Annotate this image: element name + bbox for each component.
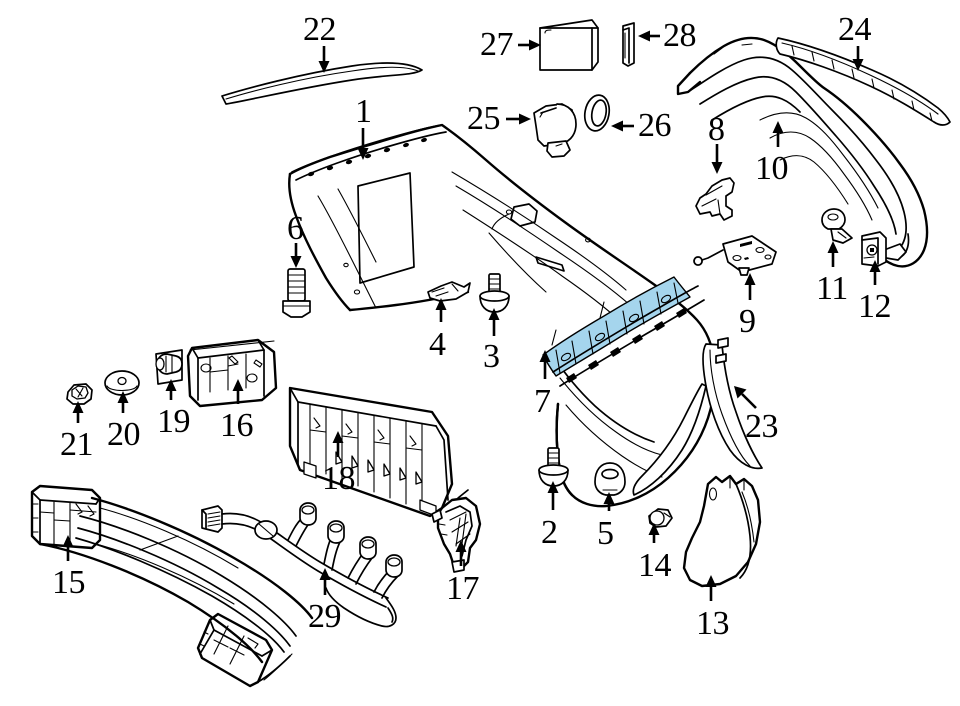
callout-label-18[interactable]: 18 [322,460,356,497]
callout-label-28[interactable]: 28 [663,17,697,54]
callout-label-1[interactable]: 1 [355,93,372,130]
callout-label-21[interactable]: 21 [60,426,94,463]
part-8-mounting-bracket [695,177,735,221]
part-24-diffuser-trim [775,37,951,126]
part-7-energy-absorber-strip [542,276,705,387]
part-3-bolt-mid [479,273,510,313]
part-25-exhaust-tip-trim [533,103,577,158]
part-6-hex-bolt [282,268,311,318]
callout-label-16[interactable]: 16 [220,407,254,444]
callout-label-7[interactable]: 7 [534,383,551,420]
part-4-retaining-clip [427,281,471,302]
callout-label-8[interactable]: 8 [708,111,725,148]
callout-label-26[interactable]: 26 [638,107,672,144]
callout-label-2[interactable]: 2 [541,514,558,551]
part-2-bolt-lower [538,447,569,487]
callout-label-12[interactable]: 12 [858,288,892,325]
callout-label-20[interactable]: 20 [107,416,141,453]
callout-label-27[interactable]: 27 [480,26,514,63]
callout-label-29[interactable]: 29 [308,598,342,635]
part-14-liner-clip [648,508,673,528]
callout-label-13[interactable]: 13 [696,605,730,642]
part-19-stud-fastener [155,349,183,385]
part-23-side-trim-strip [632,337,763,496]
callout-label-24[interactable]: 24 [838,11,872,48]
part-10-lower-valance [676,36,929,268]
part-18-absorber-panel [288,386,454,518]
part-21-hex-nut [66,383,93,405]
callout-arrows [62,30,881,601]
part-15-impact-bar [30,484,314,688]
part-26-park-sensor-ring [583,94,611,132]
callout-label-10[interactable]: 10 [755,150,789,187]
callout-label-14[interactable]: 14 [638,547,672,584]
part-27-control-module [539,19,599,71]
callout-label-23[interactable]: 23 [745,408,779,445]
callout-label-4[interactable]: 4 [429,326,446,363]
callout-label-22[interactable]: 22 [303,11,337,48]
callout-label-15[interactable]: 15 [52,564,86,601]
callout-label-11[interactable]: 11 [816,270,848,307]
callout-label-25[interactable]: 25 [467,100,501,137]
part-29-park-sensor-harness [201,502,403,628]
part-28-module-bracket-pin [622,22,635,67]
callout-label-3[interactable]: 3 [483,338,500,375]
part-17-tow-hook-actuator [431,489,482,573]
callout-label-17[interactable]: 17 [446,570,480,607]
part-9-sensor-bracket [693,235,777,276]
part-16-filler-panel-left [186,338,278,408]
part-12-spring-nut-clip [861,231,887,267]
callout-label-5[interactable]: 5 [597,515,614,552]
part-22-upper-trim-molding [221,62,423,105]
part-11-push-pin-rivet [821,208,853,244]
part-5-grommet-plug [594,462,626,496]
callout-label-19[interactable]: 19 [157,403,191,440]
part-20-sealing-cap [104,370,140,396]
part-13-wheel-arch-liner [682,474,762,588]
callout-label-6[interactable]: 6 [287,210,304,247]
callout-label-9[interactable]: 9 [739,303,756,340]
